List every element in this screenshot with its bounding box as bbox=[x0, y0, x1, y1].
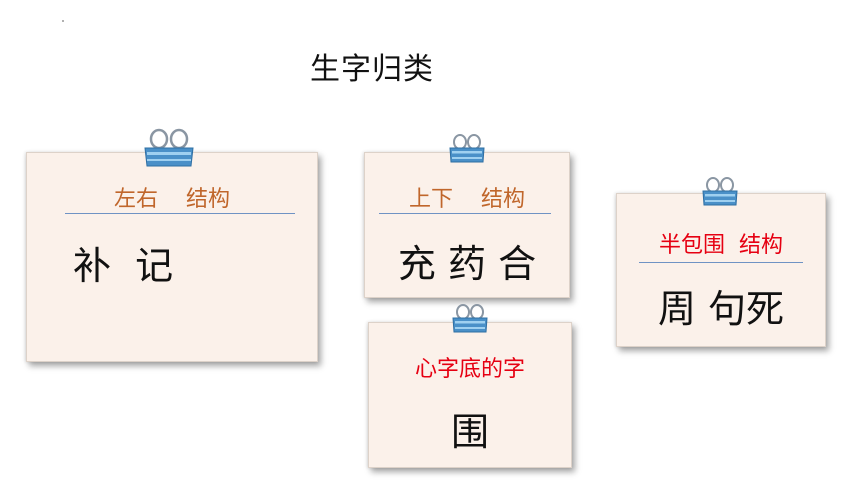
binder-clip-icon bbox=[702, 177, 738, 206]
card-semi-enclosed: 半包围 结构 周 句死 bbox=[616, 193, 826, 347]
card-divider bbox=[65, 213, 295, 214]
card-top-bottom: 上下 结构 充 药 合 bbox=[364, 152, 570, 298]
card-left-right: 左右 结构 补 记 bbox=[26, 152, 318, 362]
card-divider bbox=[639, 262, 803, 263]
card-divider bbox=[379, 213, 551, 214]
binder-clip-icon bbox=[452, 304, 488, 333]
page-title: 生字归类 bbox=[310, 52, 434, 87]
card-heart-bottom: 心字底的字 围 bbox=[368, 322, 572, 468]
card-heading: 左右 结构 bbox=[114, 187, 230, 212]
card-heading: 半包围 结构 bbox=[659, 233, 783, 258]
card-characters: 围 bbox=[450, 410, 489, 454]
card-characters: 补 记 bbox=[73, 244, 174, 288]
card-heading: 心字底的字 bbox=[414, 357, 525, 382]
decor-dot bbox=[62, 20, 64, 22]
card-characters: 周 句死 bbox=[657, 287, 785, 331]
binder-clip-icon bbox=[449, 134, 485, 163]
card-heading: 上下 结构 bbox=[409, 187, 525, 212]
card-characters: 充 药 合 bbox=[397, 242, 537, 286]
binder-clip-icon bbox=[144, 128, 194, 167]
